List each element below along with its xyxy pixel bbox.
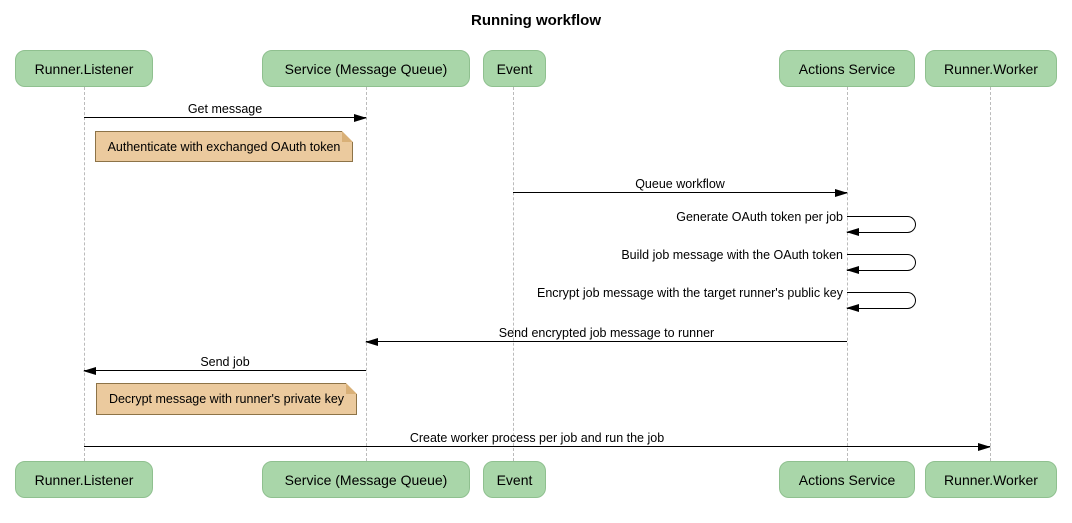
lifeline-actions-service bbox=[847, 87, 848, 461]
lifeline-service-message-queue bbox=[366, 87, 367, 461]
diagram-title: Running workflow bbox=[471, 12, 601, 29]
self-arrow-encrypt-job-message bbox=[846, 292, 916, 312]
message-label-encrypt-job-message: Encrypt job message with the target runn… bbox=[536, 286, 843, 300]
actor-top-actions-service: Actions Service bbox=[779, 50, 915, 87]
message-label-send-encrypted-job-message: Send encrypted job message to runner bbox=[498, 326, 715, 340]
actor-top-service-message-queue: Service (Message Queue) bbox=[262, 50, 470, 87]
actor-bottom-runner-listener: Runner.Listener bbox=[15, 461, 153, 498]
actor-top-event: Event bbox=[483, 50, 546, 87]
actor-bottom-event: Event bbox=[483, 461, 546, 498]
actor-bottom-service-message-queue: Service (Message Queue) bbox=[262, 461, 470, 498]
message-label-send-job: Send job bbox=[200, 355, 250, 369]
message-arrow-get-message bbox=[84, 114, 367, 123]
message-arrow-queue-workflow bbox=[513, 189, 848, 198]
actor-top-runner-listener: Runner.Listener bbox=[15, 50, 153, 87]
message-arrow-create-worker-process bbox=[84, 443, 991, 452]
self-arrow-build-job-message bbox=[846, 254, 916, 274]
message-label-generate-oauth-token: Generate OAuth token per job bbox=[676, 210, 843, 224]
actor-top-runner-worker: Runner.Worker bbox=[925, 50, 1057, 87]
message-arrow-send-job bbox=[83, 367, 366, 376]
lifeline-runner-worker bbox=[990, 87, 991, 461]
actor-bottom-runner-worker: Runner.Worker bbox=[925, 461, 1057, 498]
actor-bottom-actions-service: Actions Service bbox=[779, 461, 915, 498]
message-label-get-message: Get message bbox=[187, 102, 263, 116]
message-arrow-send-encrypted-job-message bbox=[365, 338, 847, 347]
note-authenticate: Authenticate with exchanged OAuth token bbox=[95, 131, 353, 162]
lifeline-event bbox=[513, 87, 514, 461]
self-arrow-generate-oauth-token bbox=[846, 216, 916, 236]
lifeline-runner-listener bbox=[84, 87, 85, 461]
message-label-create-worker-process: Create worker process per job and run th… bbox=[409, 431, 665, 445]
note-decrypt: Decrypt message with runner's private ke… bbox=[96, 383, 357, 415]
message-label-queue-workflow: Queue workflow bbox=[635, 177, 725, 191]
message-label-build-job-message: Build job message with the OAuth token bbox=[621, 248, 843, 262]
